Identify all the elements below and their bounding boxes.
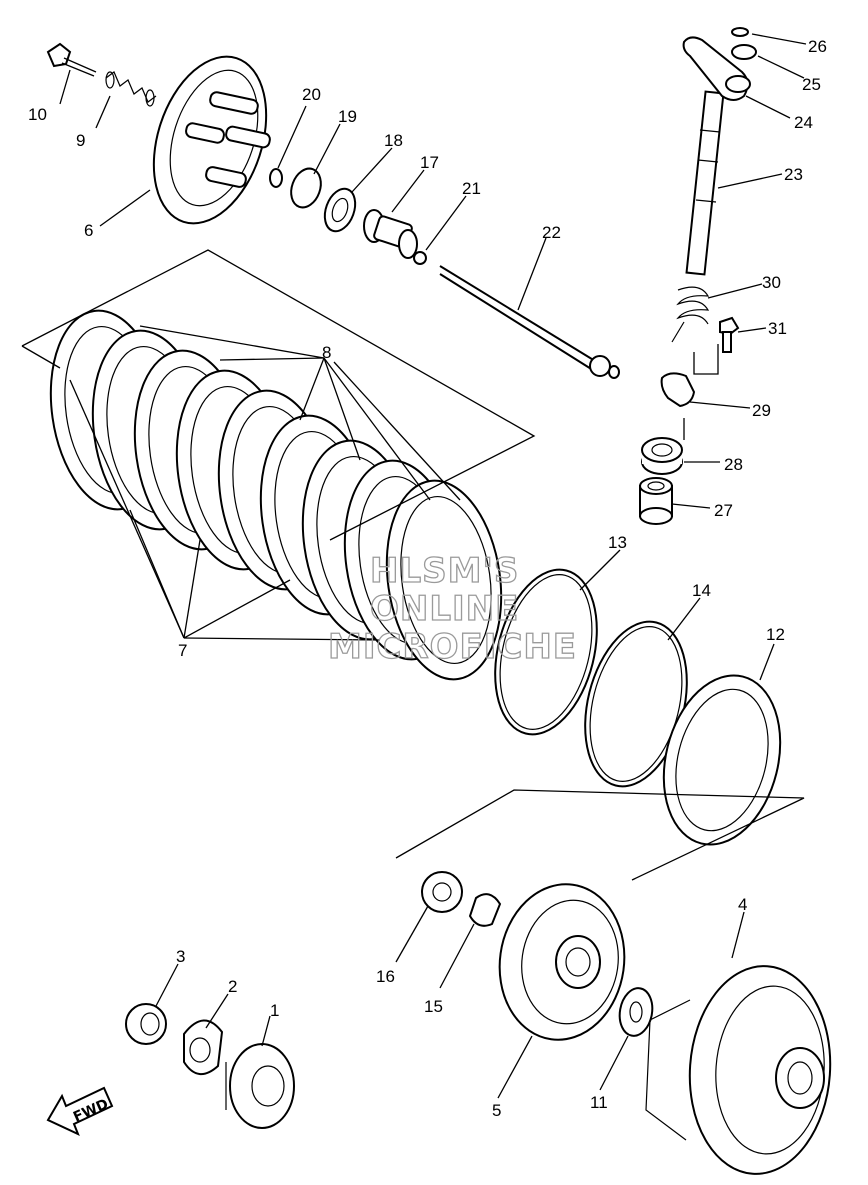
callout-8: 8 <box>322 343 331 362</box>
part-spring <box>105 71 157 107</box>
callout-27: 27 <box>714 501 733 520</box>
part-bolt-2 <box>719 316 740 353</box>
callout-17: 17 <box>420 153 439 172</box>
callout-18: 18 <box>384 131 403 150</box>
part-pressure-plate <box>152 55 271 225</box>
callout-5: 5 <box>492 1101 501 1120</box>
callout-6: 6 <box>84 221 93 240</box>
leader-lines <box>21 33 807 1099</box>
part-push-lever-shaft <box>685 90 725 276</box>
callout-23: 23 <box>784 165 803 184</box>
callout-29: 29 <box>752 401 771 420</box>
callout-13: 13 <box>608 533 627 552</box>
callout-30: 30 <box>762 273 781 292</box>
watermark-line-1: HLSM'S <box>370 551 519 591</box>
part-clutch-plate <box>662 674 782 846</box>
callout-12: 12 <box>766 625 785 644</box>
part-washer-2 <box>731 44 757 60</box>
callout-1: 1 <box>270 1001 279 1020</box>
callout-3: 3 <box>176 947 185 966</box>
part-washer <box>290 167 322 209</box>
part-ball <box>413 251 427 265</box>
callout-25: 25 <box>802 75 821 94</box>
part-lock-washer <box>468 893 502 927</box>
callout-20: 20 <box>302 85 321 104</box>
part-push-rod-2 <box>439 265 620 379</box>
part-lever <box>682 36 751 101</box>
part-lock-washer-2 <box>618 987 654 1037</box>
callout-11: 11 <box>590 1093 608 1112</box>
watermark-line-2: ONLINE <box>370 589 519 629</box>
part-push-rod-1 <box>363 209 418 259</box>
callout-28: 28 <box>724 455 743 474</box>
part-torsion-spring <box>671 286 710 343</box>
callout-19: 19 <box>338 107 357 126</box>
part-circlip <box>269 168 283 188</box>
callout-7: 7 <box>178 641 187 660</box>
part-plate-stack <box>49 309 503 681</box>
part-primary-gear-plate <box>183 1019 224 1075</box>
part-clutch-boss <box>498 883 626 1041</box>
fwd-arrow-icon: FWD <box>46 1086 114 1136</box>
part-oil-seal <box>641 437 683 475</box>
part-lever-plate <box>660 372 696 408</box>
callout-14: 14 <box>692 581 711 600</box>
callout-2: 2 <box>228 977 237 996</box>
callout-24: 24 <box>794 113 813 132</box>
part-spacer <box>125 1003 167 1045</box>
callout-10: 10 <box>28 105 47 124</box>
callout-26: 26 <box>808 37 827 56</box>
part-nut <box>421 871 463 913</box>
callout-4: 4 <box>738 895 747 914</box>
part-clutch-housing <box>645 965 832 1175</box>
callout-21: 21 <box>462 179 481 198</box>
part-bolt <box>46 42 97 77</box>
watermark: HLSM'S ONLINE MICROFICHE <box>327 550 577 667</box>
watermark-line-3: MICROFICHE <box>328 627 577 667</box>
callout-31: 31 <box>768 319 787 338</box>
part-needle-bearing <box>639 477 673 525</box>
part-bearing <box>323 187 357 233</box>
callout-16: 16 <box>376 967 395 986</box>
part-primary-gear <box>225 1043 295 1129</box>
callout-22: 22 <box>542 223 561 242</box>
part-clip <box>731 27 749 37</box>
callout-9: 9 <box>76 131 85 150</box>
part-o-ring-1 <box>494 568 598 736</box>
callout-15: 15 <box>424 997 443 1016</box>
